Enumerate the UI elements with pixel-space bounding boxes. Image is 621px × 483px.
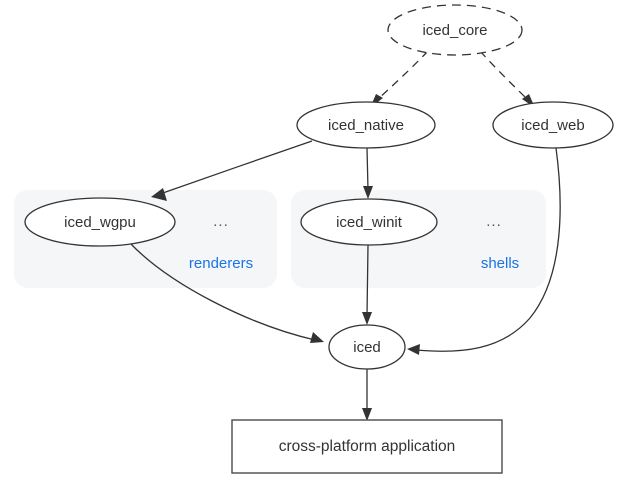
edge-native-to-wgpu-arrowhead xyxy=(151,188,167,201)
edge-winit-to-iced-line xyxy=(366,244,369,317)
edge-native-to-winit xyxy=(363,147,373,199)
node-iced-winit[interactable]: iced_winit xyxy=(300,198,438,246)
node-iced-core[interactable]: iced_core xyxy=(387,4,523,56)
edge-iced-to-application xyxy=(362,369,372,421)
edge-web-to-iced xyxy=(407,147,561,355)
edge-web-to-iced-arrowhead xyxy=(407,344,420,355)
edge-native-to-winit-line xyxy=(366,147,369,191)
node-iced-label: iced xyxy=(353,339,381,356)
edge-core-to-web xyxy=(479,50,535,108)
edge-winit-to-iced-arrowhead xyxy=(362,312,372,325)
node-application-shape[interactable] xyxy=(231,419,503,474)
node-iced-shape[interactable] xyxy=(328,324,406,370)
edge-iced-to-application-arrowhead xyxy=(362,408,372,421)
node-iced-winit-label: iced_winit xyxy=(336,214,403,231)
node-iced-web-shape[interactable] xyxy=(492,101,614,149)
node-iced-wgpu-shape[interactable] xyxy=(24,197,176,247)
node-iced-wgpu-label: iced_wgpu xyxy=(64,214,136,231)
node-iced-web[interactable]: iced_web xyxy=(492,101,614,149)
node-iced-web-label: iced_web xyxy=(521,117,584,134)
edge-native-to-winit-arrowhead xyxy=(363,186,373,199)
edge-native-to-wgpu-line xyxy=(159,140,313,195)
node-iced[interactable]: iced xyxy=(328,324,406,370)
edge-wgpu-to-iced-line xyxy=(129,242,316,341)
node-iced-native[interactable]: iced_native xyxy=(296,101,436,149)
node-application[interactable]: cross-platform application xyxy=(231,419,503,474)
edge-core-to-native-line xyxy=(375,50,429,102)
renderers-more-ellipsis: ... xyxy=(213,213,229,230)
edge-winit-to-iced xyxy=(362,244,372,325)
node-application-label: cross-platform application xyxy=(279,438,456,455)
edge-core-to-web-line xyxy=(479,50,530,102)
edge-native-to-wgpu xyxy=(151,140,313,201)
node-iced-native-label: iced_native xyxy=(328,117,404,134)
edge-core-to-native xyxy=(370,50,429,108)
node-iced-native-shape[interactable] xyxy=(296,101,436,149)
shells-more-ellipsis: ... xyxy=(486,213,502,230)
edge-wgpu-to-iced-arrowhead xyxy=(310,332,324,343)
cluster-shells-label: shells xyxy=(481,255,519,272)
edge-wgpu-to-iced xyxy=(129,242,324,343)
cluster-renderers-label: renderers xyxy=(189,255,253,272)
node-iced-core-shape[interactable] xyxy=(387,4,523,56)
node-iced-wgpu[interactable]: iced_wgpu xyxy=(24,197,176,247)
node-iced-core-label: iced_core xyxy=(422,22,487,39)
node-iced-winit-shape[interactable] xyxy=(300,198,438,246)
edge-web-to-iced-line xyxy=(415,147,561,352)
